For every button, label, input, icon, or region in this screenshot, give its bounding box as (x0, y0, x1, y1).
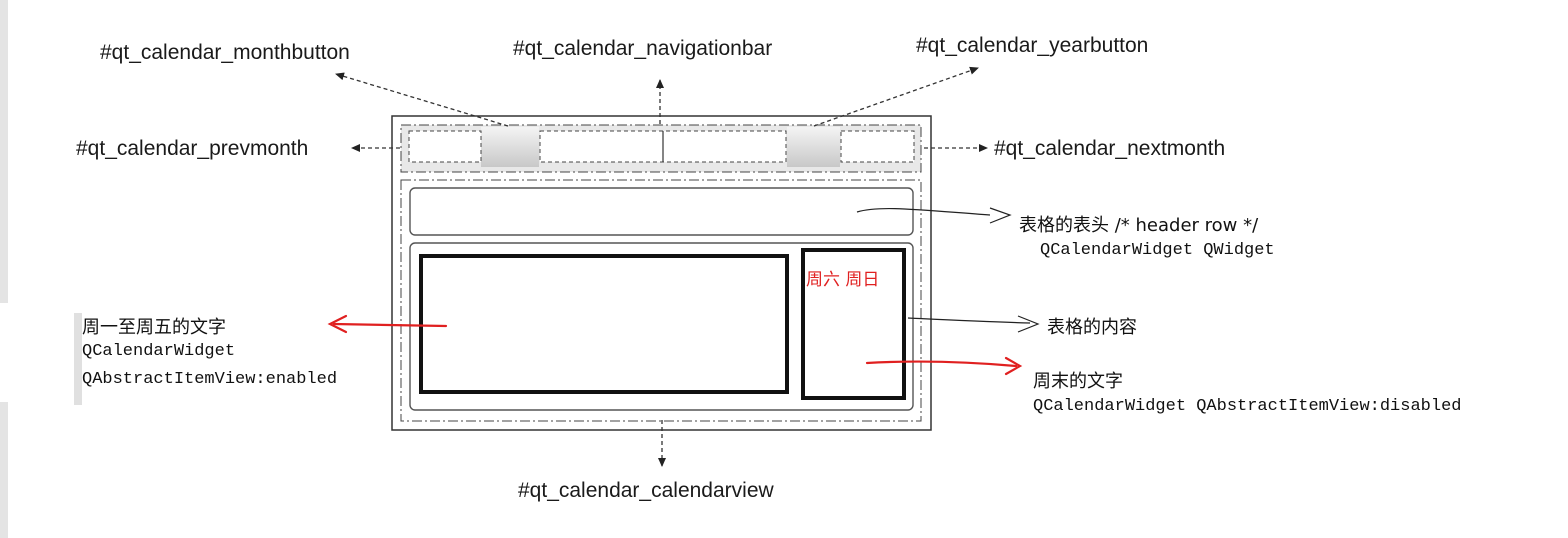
monthbutton-pointer-arrow (335, 72, 509, 127)
header-row-box (409, 187, 914, 236)
screenshot-edge-strip-bottom (0, 402, 8, 538)
prev-month-button-box (408, 130, 482, 163)
annotation-margin-bar (74, 313, 82, 405)
weekend-red-arrow (865, 360, 1018, 368)
weekday-annotation-selector-line2: QAbstractItemView:enabled (82, 370, 338, 389)
weekend-red-arrow-head (1004, 356, 1023, 376)
weekend-days-label: 周六 周日 (806, 270, 880, 290)
content-hand-arrow-head (1017, 315, 1040, 333)
weekend-annotation-selector: QCalendarWidget QAbstractItemView:disabl… (1033, 397, 1462, 416)
weekday-annotation-title: 周一至周五的文字 (82, 317, 226, 338)
weekday-red-arrow-head (327, 314, 348, 334)
weekend-annotation-title: 周末的文字 (1033, 371, 1123, 392)
nextmonth-selector-label: #qt_calendar_nextmonth (994, 137, 1226, 160)
calendar-view (400, 179, 922, 422)
next-month-button-box (840, 130, 915, 163)
yearbutton-selector-label: #qt_calendar_yearbutton (916, 34, 1149, 57)
monthbutton-selector-label: #qt_calendar_monthbutton (100, 41, 350, 64)
year-button-gradient (787, 127, 840, 167)
header-row-hand-arrow-head (989, 207, 1012, 224)
navigationbar-selector-label: #qt_calendar_navigationbar (513, 37, 773, 60)
table-content-annotation: 表格的内容 (1047, 317, 1137, 338)
weekend-cells-highlight (801, 248, 906, 400)
yearbutton-pointer-arrow (813, 66, 979, 127)
weekday-annotation-selector-line1: QCalendarWidget (82, 342, 236, 361)
prevmonth-selector-label: #qt_calendar_prevmonth (76, 137, 309, 160)
content-hand-arrow (907, 317, 1031, 324)
header-row-hand-arrow (856, 207, 991, 216)
weekday-red-arrow (332, 322, 448, 328)
calendarview-selector-label: #qt_calendar_calendarview (518, 479, 774, 502)
weekday-cells-highlight (419, 254, 789, 394)
navigation-bar (400, 124, 922, 173)
screenshot-edge-strip-top (0, 0, 8, 303)
header-row-annotation-title: 表格的表头 /* header row */ (1019, 215, 1259, 236)
header-row-annotation-selector: QCalendarWidget QWidget (1040, 241, 1275, 260)
month-button-gradient (481, 127, 539, 167)
